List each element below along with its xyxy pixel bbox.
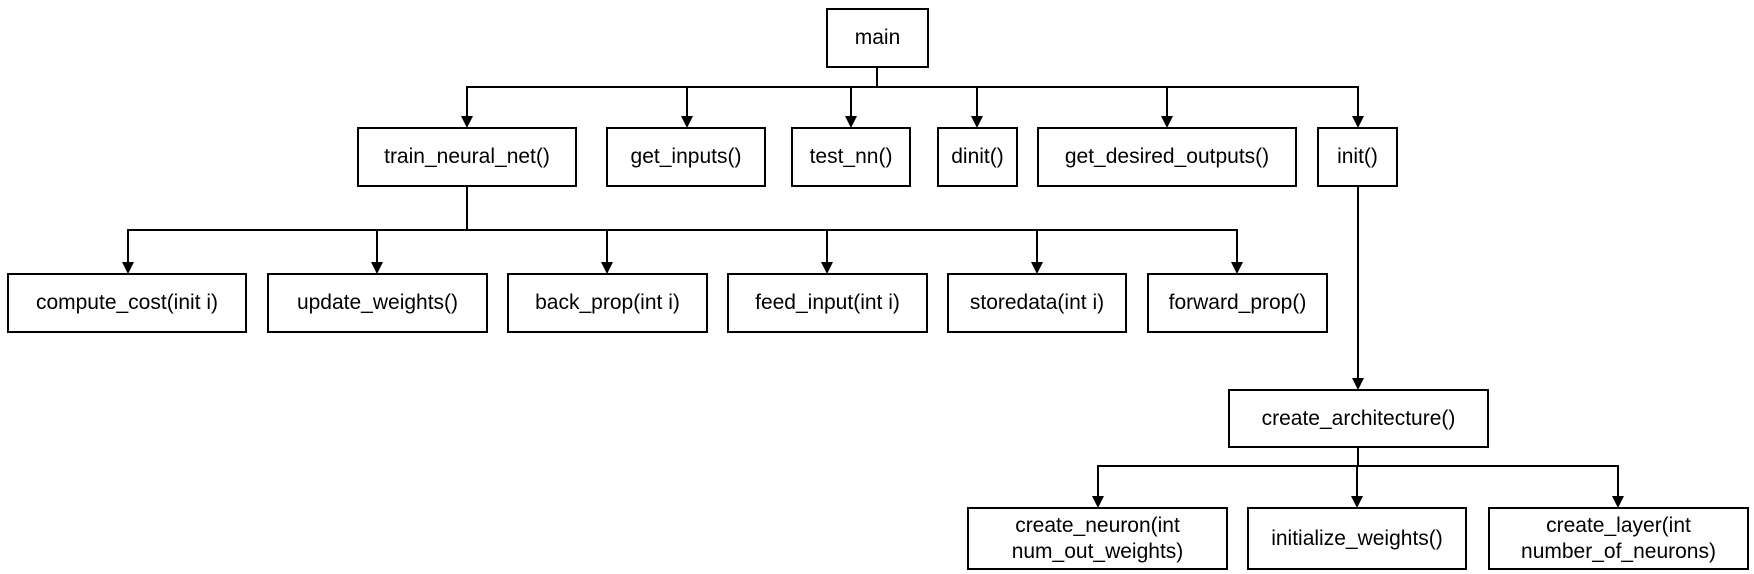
node-init: init()	[1317, 127, 1398, 187]
node-train-neural-net: train_neural_net()	[357, 127, 577, 187]
node-back-prop: back_prop(int i)	[507, 273, 708, 333]
connector-main-train-neural-net	[461, 68, 878, 128]
node-main: main	[826, 8, 929, 68]
connector-arch-create-layer	[1357, 448, 1624, 508]
connector-train-forward-prop	[466, 187, 1243, 274]
node-get-inputs: get_inputs()	[606, 127, 766, 187]
node-forward-prop: forward_prop()	[1147, 273, 1328, 333]
node-update-weights: update_weights()	[267, 273, 488, 333]
node-storedata: storedata(int i)	[947, 273, 1127, 333]
connector-train-update-weights	[371, 187, 468, 274]
node-feed-input: feed_input(int i)	[727, 273, 928, 333]
connector-main-dinit	[876, 68, 983, 128]
node-test-nn: test_nn()	[791, 127, 911, 187]
node-compute-cost: compute_cost(init i)	[7, 273, 247, 333]
node-create-architecture: create_architecture()	[1228, 389, 1489, 448]
node-initialize-weights: initialize_weights()	[1247, 507, 1467, 570]
connector-main-get-inputs	[681, 68, 878, 128]
node-get-desired-outputs: get_desired_outputs()	[1037, 127, 1297, 187]
connector-arch-create-neuron	[1092, 448, 1359, 508]
node-create-layer: create_layer(int number_of_neurons)	[1488, 507, 1749, 570]
connector-main-test-nn	[845, 68, 878, 128]
connector-main-init	[876, 68, 1364, 128]
connector-main-get-desired-outputs	[876, 68, 1173, 128]
node-dinit: dinit()	[937, 127, 1018, 187]
node-create-neuron: create_neuron(int num_out_weights)	[967, 507, 1228, 570]
